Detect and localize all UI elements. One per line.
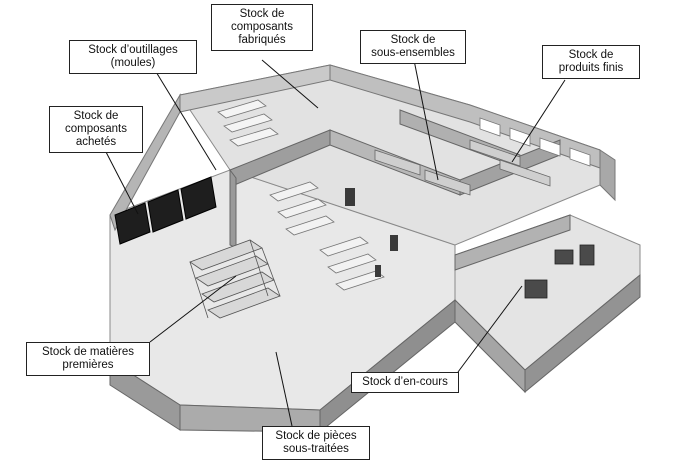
wall-partition-5 [229,168,237,249]
main-room-shelving [269,181,385,291]
finished-products-equipment [469,139,551,187]
label-fabricated-components: Stock de composants fabriqués [211,4,313,51]
label-work-in-progress: Stock d’en-cours [351,372,459,393]
label-purchased-components: Stock de composants achetés [49,106,143,153]
purchased-components-racks [114,176,217,245]
label-raw-materials: Stock de matières premières [26,342,150,376]
wip-room-machines [524,244,595,299]
label-tooling: Stock d’outillages (moules) [69,40,197,74]
windows [479,117,591,167]
raw-materials-shelving [189,239,281,319]
fabricated-components-benches [217,99,279,147]
subassemblies-equipment [374,149,471,196]
wall-right-end [599,149,616,202]
leader-lines [105,59,566,427]
label-subcontracted-parts: Stock de pièces sous-traitées [262,426,370,460]
label-finished-products: Stock de produits finis [542,45,640,79]
wall-wip-right [524,273,641,394]
label-subassemblies: Stock de sous-ensembles [360,30,466,64]
main-room-equipment [345,188,398,277]
wall-wip-back [454,214,571,271]
